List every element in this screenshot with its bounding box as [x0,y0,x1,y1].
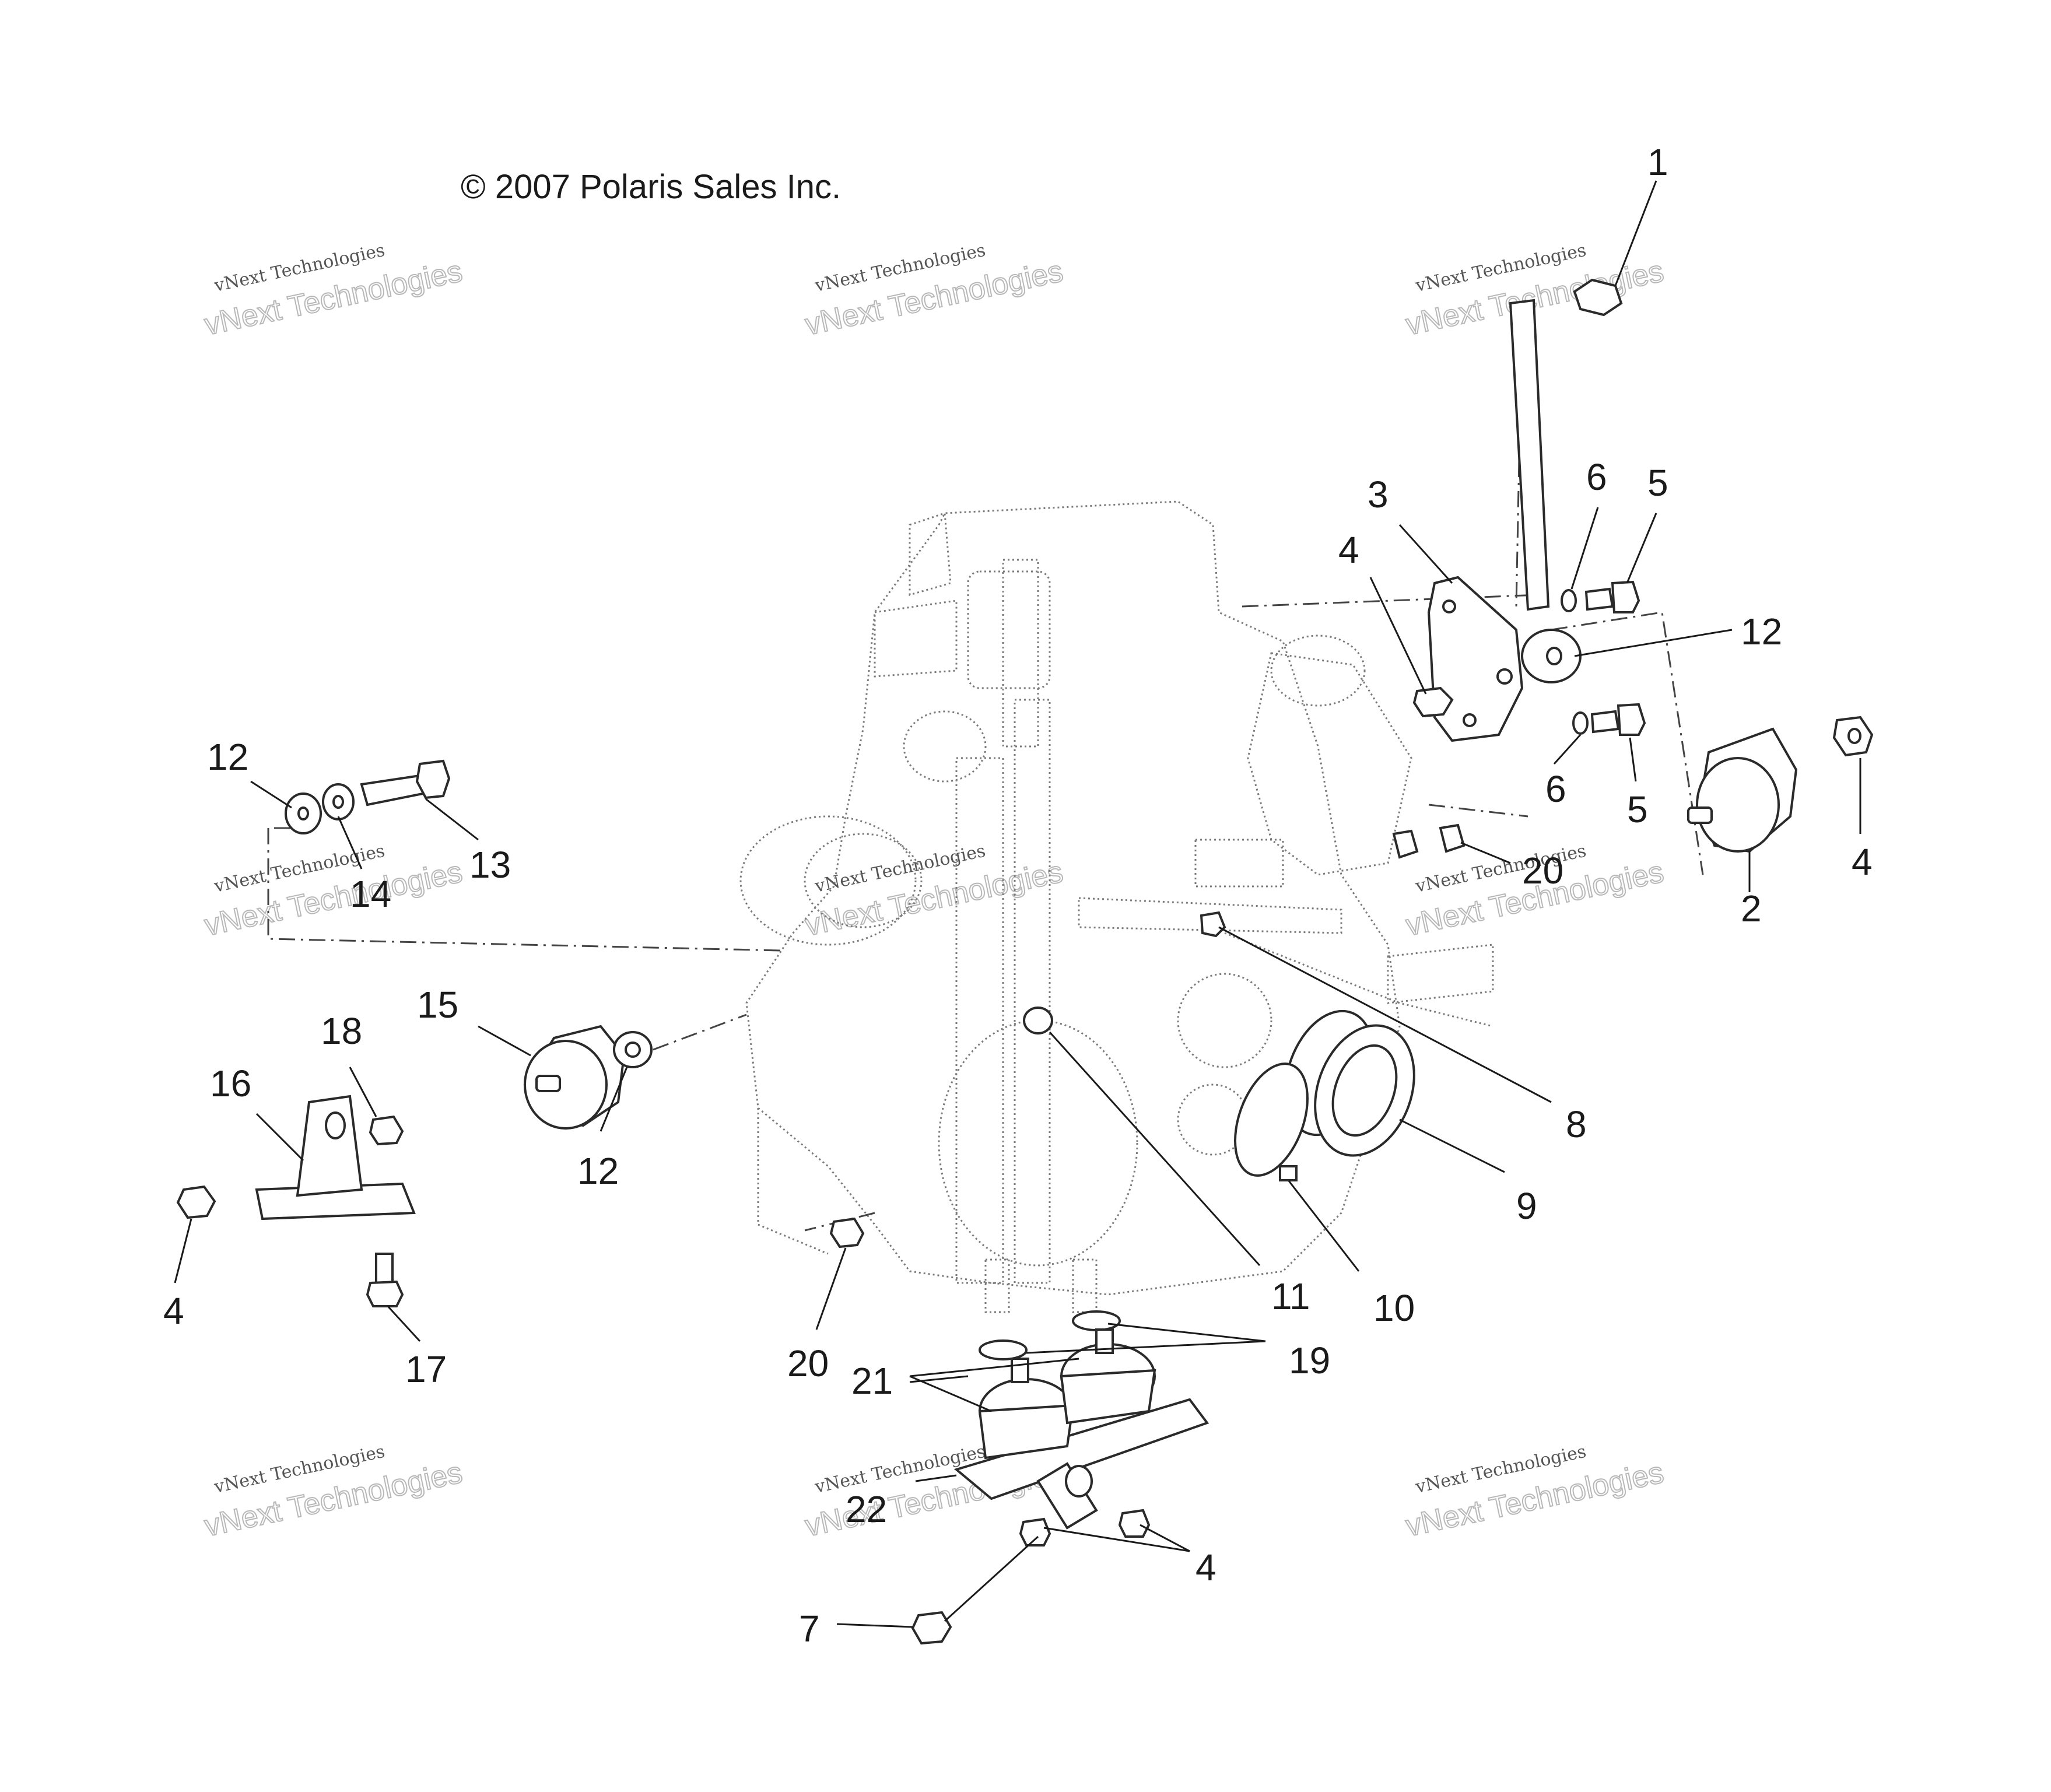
part-screws-20-upper [1392,823,1465,859]
callout-label: 13 [469,844,511,886]
callout-label: 7 [799,1608,820,1650]
alignment-lines [267,308,1704,1232]
part-rubber-mount-15 [523,1025,653,1130]
callout-label: 4 [1852,841,1873,883]
callout-label: 17 [405,1348,447,1390]
part-plug-11 [1023,1007,1053,1034]
callout-label: 10 [1373,1287,1415,1329]
callout-label: 9 [1516,1185,1537,1227]
copyright-text: © 2007 Polaris Sales Inc. [461,168,841,206]
callout-label: 16 [210,1062,251,1104]
callout-label: 8 [1566,1103,1587,1145]
callout-labels: 1 3 6 5 4 12 6 5 20 4 2 12 14 13 15 18 1… [163,141,1873,1650]
callout-label: 4 [1195,1546,1216,1588]
callout-label: 5 [1627,788,1648,830]
callout-label: 15 [417,984,458,1026]
callout-label: 12 [207,736,248,778]
callout-label: 4 [163,1290,184,1332]
part-lower-mount-assembly [911,1310,1209,1645]
part-mount-bracket [1412,576,1524,742]
callout-label: 22 [846,1488,887,1530]
callout-label: 14 [350,873,391,915]
part-bolt-washer-upper [1561,580,1646,736]
part-clamp-10 [1234,1062,1309,1181]
part-washer-12-upper [1521,629,1582,683]
callout-label: 19 [1289,1339,1330,1381]
watermarks: vNext Technologies vNext Technologies vN… [201,240,1667,1544]
callout-label: 4 [1338,529,1359,571]
leader-lines [174,180,1861,1628]
callout-label: 21 [851,1360,893,1402]
callout-label: 12 [577,1150,619,1192]
part-nut-20-lower [829,1217,865,1249]
callout-label: 6 [1545,768,1566,810]
part-bracket-16 [176,1095,416,1307]
callout-label: 1 [1647,141,1668,183]
callout-label: 12 [1741,611,1782,653]
part-rubber-mount-2 [1687,716,1874,853]
callout-label: 20 [1522,850,1563,892]
callout-label: 20 [787,1342,829,1384]
part-screw-8 [1200,911,1226,938]
callout-label: 6 [1586,456,1607,498]
part-bolt-long [1509,278,1623,611]
callout-label: 5 [1647,462,1668,504]
callout-label: 18 [321,1010,362,1052]
callout-label: 11 [1271,1275,1310,1317]
callout-label: 3 [1368,474,1389,515]
callout-label: 2 [1741,888,1762,930]
part-bolt-stack-left [285,759,451,834]
